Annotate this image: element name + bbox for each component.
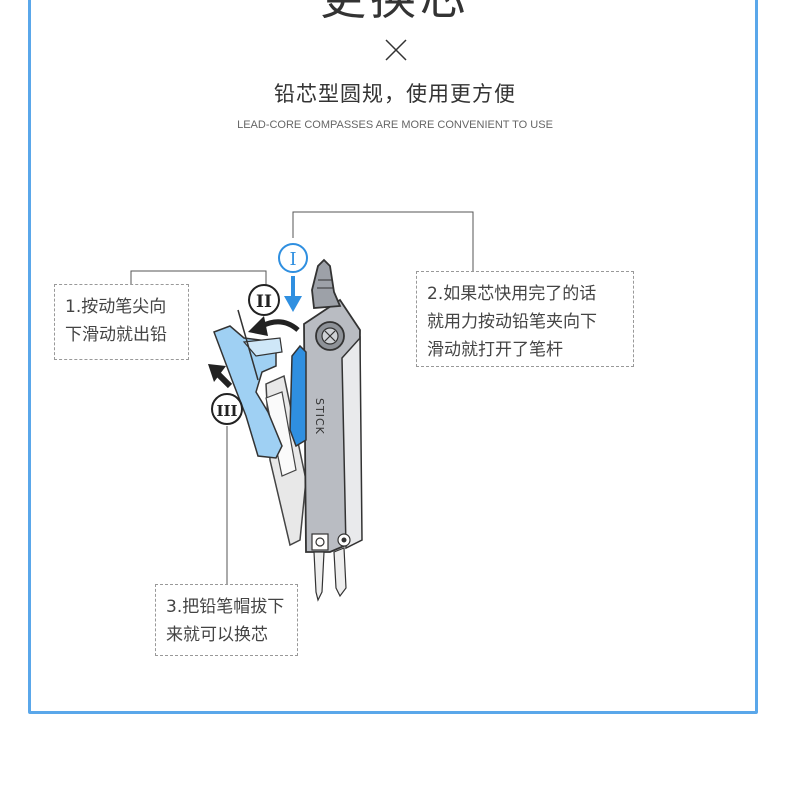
cross-icon	[385, 39, 407, 61]
blue-slider	[289, 344, 307, 448]
subtitle: 铅芯型圆规，使用更方便	[274, 82, 516, 106]
arrow-up-left-icon	[208, 364, 233, 389]
callout-step-2-line-2: 就用力按动铅笔夹向下	[427, 312, 597, 332]
callout-step-3-line-2: 来就可以换芯	[166, 625, 268, 645]
page-heading: 更换芯	[0, 0, 790, 28]
callout-step-1-line-2: 下滑动就出铅	[65, 325, 167, 345]
callout-step-2-line-3: 滑动就打开了笔杆	[427, 340, 563, 360]
svg-text:I: I	[289, 249, 296, 270]
marker-step-1: I	[278, 243, 308, 273]
compass-handle	[311, 258, 342, 309]
svg-text:II: II	[256, 292, 272, 312]
callout-step-3-line-1: 3.把铅笔帽拔下	[166, 597, 285, 617]
arrow-down-icon	[284, 276, 302, 312]
subtitle-english: LEAD-CORE COMPASSES ARE MORE CONVENIENT …	[237, 119, 553, 131]
compass-brand: STICK	[313, 398, 326, 435]
marker-step-2: II	[248, 284, 280, 316]
arrow-curved-icon	[248, 316, 300, 336]
callout-step-1: 1.按动笔尖向 下滑动就出铅	[54, 284, 189, 360]
svg-text:III: III	[216, 402, 237, 420]
callout-step-1-line-1: 1.按动笔尖向	[65, 297, 167, 317]
callout-step-3: 3.把铅笔帽拔下 来就可以换芯	[155, 584, 298, 656]
callout-step-2: 2.如果芯快用完了的话 就用力按动铅笔夹向下 滑动就打开了笔杆	[416, 271, 634, 367]
callout-step-2-line-1: 2.如果芯快用完了的话	[427, 284, 597, 304]
marker-step-3: III	[211, 393, 243, 425]
content-frame	[28, 0, 758, 714]
connector-step2	[292, 211, 474, 271]
pencil-clip	[213, 325, 283, 459]
